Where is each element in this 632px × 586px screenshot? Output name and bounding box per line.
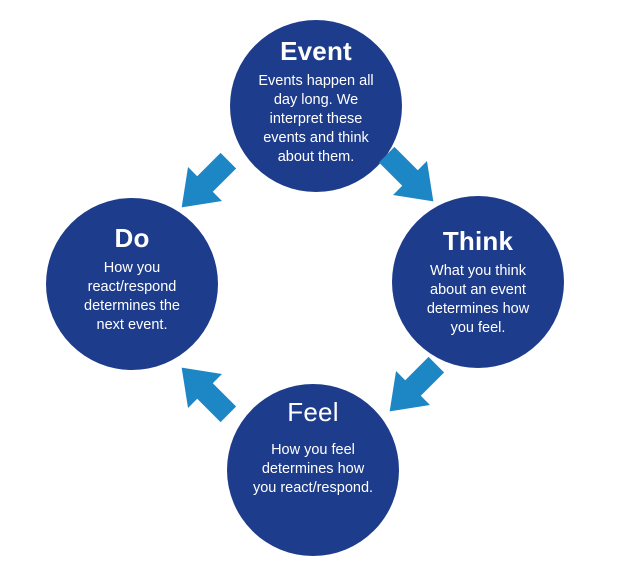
node-event: Event Events happen all day long. We int… bbox=[230, 20, 402, 192]
node-feel: Feel How you feel determines how you rea… bbox=[227, 384, 399, 556]
node-think-title: Think bbox=[442, 226, 514, 256]
arrow-think-to-feel-icon bbox=[389, 356, 445, 412]
arrow-feel-to-do-icon bbox=[181, 367, 237, 423]
node-think: Think What you think about an event dete… bbox=[392, 196, 564, 368]
node-do-body: How you react/respond determines the nex… bbox=[84, 259, 180, 333]
arrow-event-to-do-icon bbox=[181, 152, 237, 208]
node-do-title: Do bbox=[114, 223, 150, 253]
node-think-body: What you think about an event determines… bbox=[426, 262, 530, 336]
node-feel-title: Feel bbox=[287, 397, 339, 427]
node-do: Do How you react/respond determines the … bbox=[46, 198, 218, 370]
node-event-title: Event bbox=[280, 36, 352, 66]
arrow-event-to-think-icon bbox=[378, 146, 434, 202]
node-event-body: Events happen all day long. We interpret… bbox=[258, 72, 374, 165]
node-feel-body: How you feel determines how you react/re… bbox=[252, 441, 374, 496]
